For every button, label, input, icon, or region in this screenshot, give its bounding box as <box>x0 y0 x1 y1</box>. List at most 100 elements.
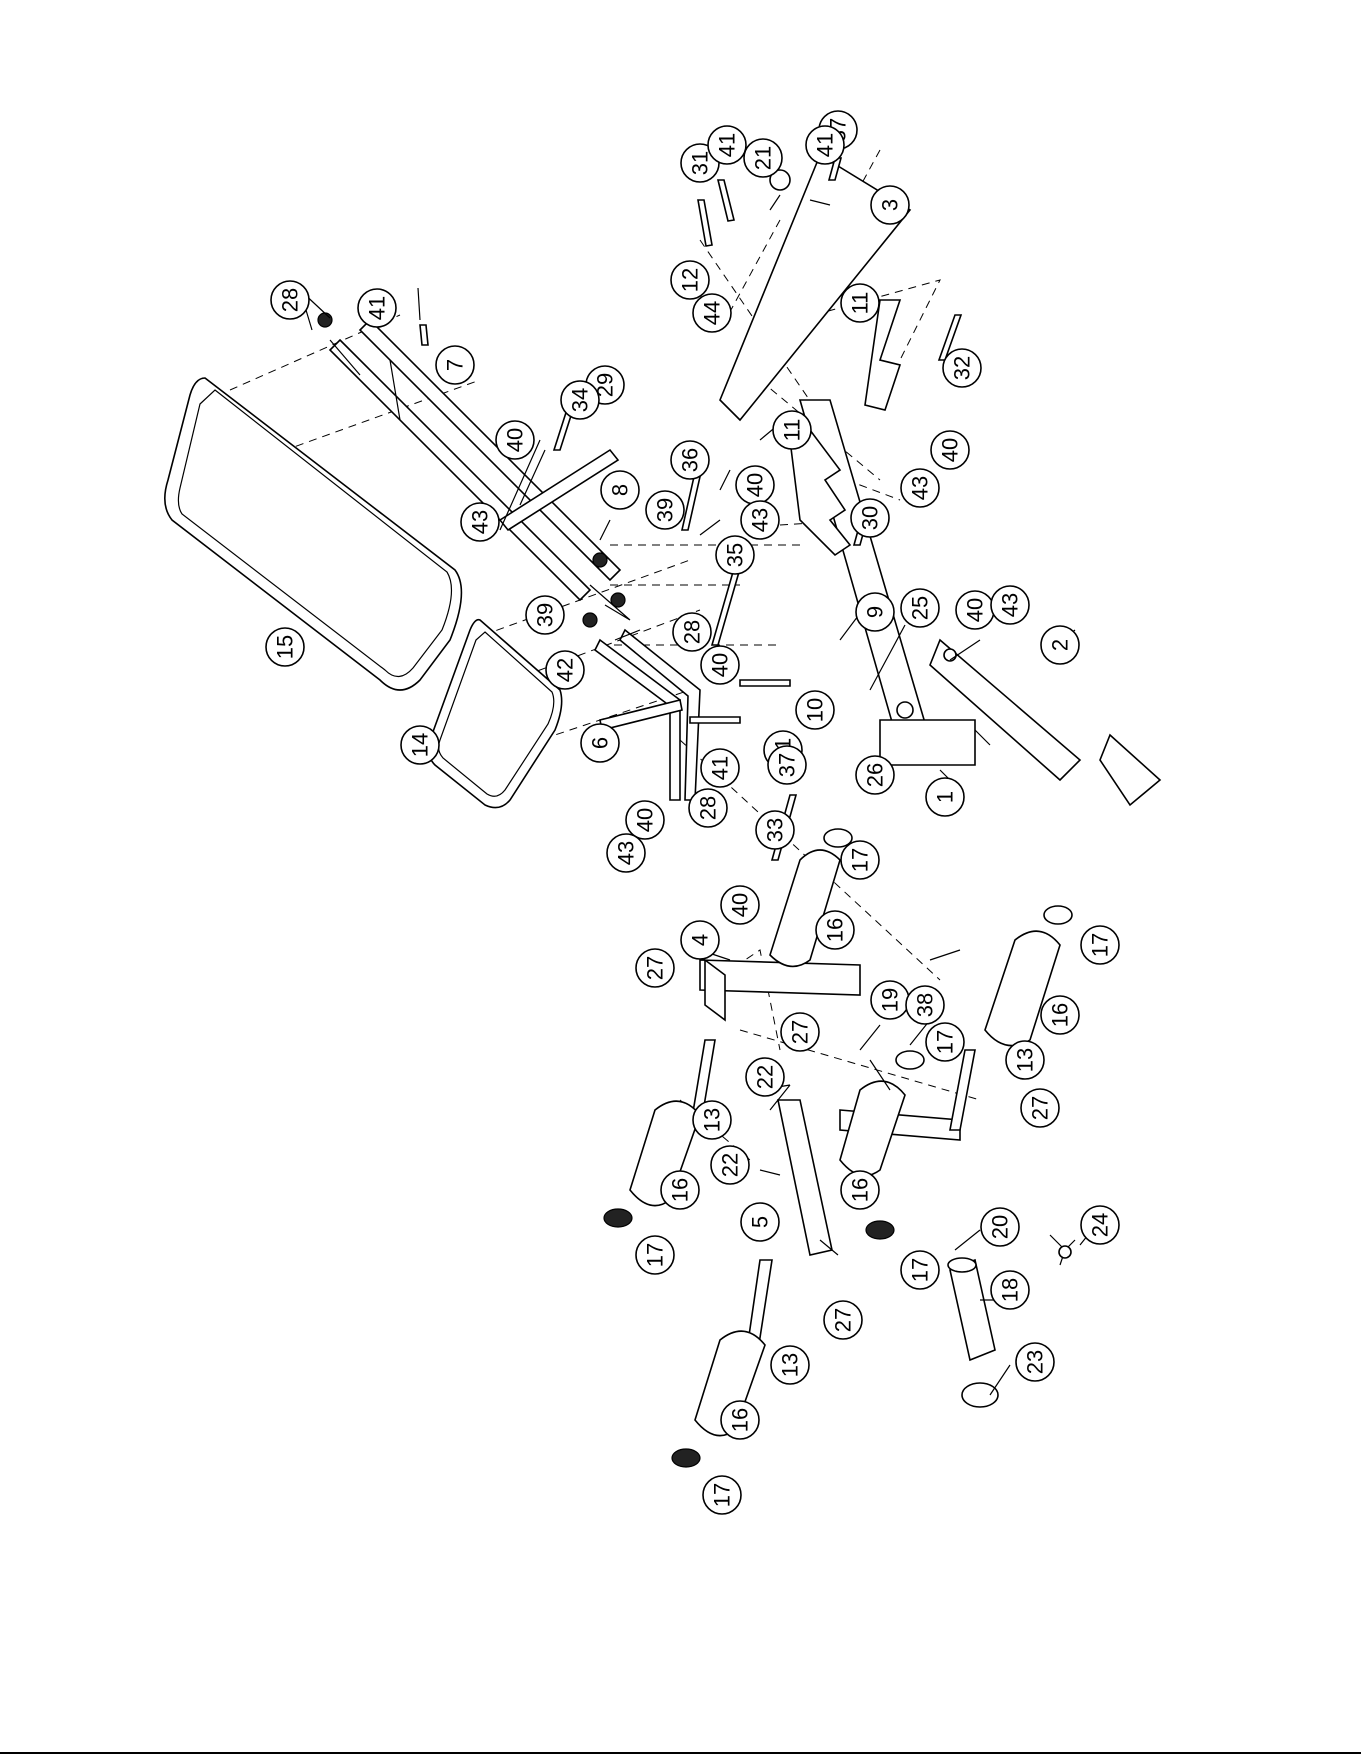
callout-number: 27 <box>831 1308 856 1332</box>
callout-18: 18 <box>991 1271 1029 1309</box>
callout-number: 2 <box>1048 639 1073 651</box>
callout-16: 16 <box>721 1401 759 1439</box>
callout-27: 27 <box>781 1013 819 1051</box>
callout-number: 30 <box>858 506 883 530</box>
callout-2: 2 <box>1041 626 1079 664</box>
callout-number: 16 <box>668 1178 693 1202</box>
callout-number: 43 <box>468 510 493 534</box>
callout-4: 4 <box>681 921 719 959</box>
callout-number: 17 <box>933 1030 958 1054</box>
callout-number: 28 <box>696 796 721 820</box>
callout-40: 40 <box>956 591 994 629</box>
callout-39: 39 <box>526 596 564 634</box>
callout-number: 17 <box>848 848 873 872</box>
callout-number: 23 <box>1023 1350 1048 1374</box>
callout-number: 18 <box>998 1278 1023 1302</box>
callout-number: 28 <box>680 620 705 644</box>
callout-13: 13 <box>693 1101 731 1139</box>
callout-number: 17 <box>643 1243 668 1267</box>
callout-number: 37 <box>775 753 800 777</box>
callout-35: 35 <box>716 536 754 574</box>
callout-8: 8 <box>601 471 639 509</box>
callout-number: 6 <box>588 737 613 749</box>
callout-25: 25 <box>901 589 939 627</box>
callout-number: 39 <box>533 603 558 627</box>
callout-40: 40 <box>626 801 664 839</box>
callout-28: 28 <box>673 613 711 651</box>
callout-number: 40 <box>743 473 768 497</box>
main-frame <box>720 155 1160 805</box>
callout-16: 16 <box>1041 996 1079 1034</box>
callout-number: 16 <box>1048 1003 1073 1027</box>
callout-17: 17 <box>636 1236 674 1274</box>
callout-number: 16 <box>848 1178 873 1202</box>
callout-43: 43 <box>901 469 939 507</box>
callout-number: 25 <box>908 596 933 620</box>
callout-number: 43 <box>998 593 1023 617</box>
callout-number: 26 <box>863 763 888 787</box>
callout-number: 11 <box>780 419 805 442</box>
callout-number: 13 <box>778 1353 803 1377</box>
callout-43: 43 <box>741 501 779 539</box>
callout-12: 12 <box>671 261 709 299</box>
callout-number: 43 <box>748 508 773 532</box>
callout-number: 40 <box>938 438 963 462</box>
callout-26: 26 <box>856 756 894 794</box>
callout-number: 7 <box>443 359 468 371</box>
callout-40: 40 <box>721 886 759 924</box>
callout-number: 40 <box>633 808 658 832</box>
callout-3: 3 <box>871 186 909 224</box>
callout-number: 31 <box>688 151 713 175</box>
callout-30: 30 <box>851 499 889 537</box>
callout-42: 42 <box>546 651 584 689</box>
seat-frame <box>595 630 700 800</box>
callout-number: 41 <box>708 756 733 780</box>
plate-holder-parts <box>948 1235 1075 1407</box>
callout-27: 27 <box>824 1301 862 1339</box>
callout-number: 14 <box>408 733 433 757</box>
callout-34: 34 <box>561 381 599 419</box>
callout-number: 44 <box>700 301 725 325</box>
callout-40: 40 <box>931 431 969 469</box>
callout-17: 17 <box>1081 926 1119 964</box>
callout-43: 43 <box>461 503 499 541</box>
callout-number: 33 <box>763 818 788 842</box>
callout-number: 22 <box>718 1153 743 1177</box>
callout-19: 19 <box>871 981 909 1019</box>
callout-41: 41 <box>708 126 746 164</box>
callout-number: 40 <box>503 428 528 452</box>
callout-21: 21 <box>744 139 782 177</box>
callout-number: 28 <box>278 288 303 312</box>
callout-number: 10 <box>803 698 828 722</box>
callout-number: 43 <box>908 476 933 500</box>
callout-number: 17 <box>710 1483 735 1507</box>
callout-number: 41 <box>813 133 838 157</box>
callout-44: 44 <box>693 294 731 332</box>
callout-7: 7 <box>436 346 474 384</box>
callout-17: 17 <box>901 1251 939 1289</box>
callout-number: 27 <box>643 956 668 980</box>
callout-number: 39 <box>653 498 678 522</box>
callout-14: 14 <box>401 726 439 764</box>
callout-24: 24 <box>1081 1206 1119 1244</box>
callout-number: 13 <box>1013 1048 1038 1072</box>
callout-number: 9 <box>863 606 888 618</box>
callout-13: 13 <box>771 1346 809 1384</box>
callout-number: 19 <box>878 988 903 1012</box>
callout-43: 43 <box>607 834 645 872</box>
callout-27: 27 <box>636 949 674 987</box>
callout-15: 15 <box>266 628 304 666</box>
callout-38: 38 <box>906 986 944 1024</box>
callout-11: 11 <box>773 411 811 449</box>
callout-37: 37 <box>768 746 806 784</box>
callout-41: 41 <box>358 289 396 327</box>
callout-16: 16 <box>816 911 854 949</box>
callout-number: 4 <box>688 934 713 946</box>
callout-32: 32 <box>943 349 981 387</box>
callout-41: 41 <box>701 749 739 787</box>
callout-number: 17 <box>908 1258 933 1282</box>
callout-number: 32 <box>950 356 975 380</box>
callout-33: 33 <box>756 811 794 849</box>
callout-5: 5 <box>741 1203 779 1241</box>
